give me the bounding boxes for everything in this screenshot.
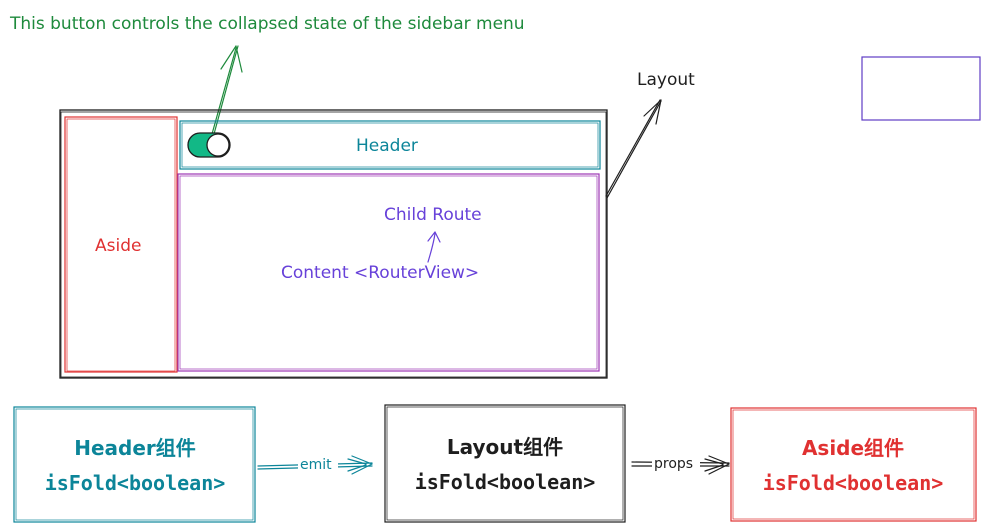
layout-component-prop: isFold<boolean> xyxy=(415,470,596,494)
aside-component-title: Aside组件 xyxy=(802,436,904,460)
layout-component-box xyxy=(384,404,626,523)
emit-label-bg xyxy=(298,455,338,473)
aside-region xyxy=(64,116,178,373)
child-route-label: Child Route xyxy=(384,205,482,225)
aside-component-box xyxy=(730,407,977,522)
layout-arrow xyxy=(605,99,662,199)
content-region xyxy=(177,173,600,372)
annotation-arrow xyxy=(211,45,243,135)
annotation-text: This button controls the collapsed state… xyxy=(9,14,525,34)
layout-label: Layout xyxy=(637,70,695,90)
emit-label: emit xyxy=(300,457,332,473)
aside-component-prop: isFold<boolean> xyxy=(763,471,944,495)
toggle-switch[interactable] xyxy=(187,132,231,158)
header-component-title: Header组件 xyxy=(74,436,196,460)
props-label: props xyxy=(654,456,693,472)
header-component-box xyxy=(13,406,256,523)
header-label: Header xyxy=(356,136,418,156)
legend-box xyxy=(861,56,981,121)
props-label-bg xyxy=(652,454,700,472)
layout-frame xyxy=(59,109,608,379)
child-route-arrow xyxy=(427,231,441,263)
header-component-prop: isFold<boolean> xyxy=(45,471,226,495)
layout-component-title: Layout组件 xyxy=(447,435,563,459)
header-region xyxy=(179,120,601,170)
content-label: Content <RouterView> xyxy=(281,263,479,283)
aside-label: Aside xyxy=(95,236,141,256)
